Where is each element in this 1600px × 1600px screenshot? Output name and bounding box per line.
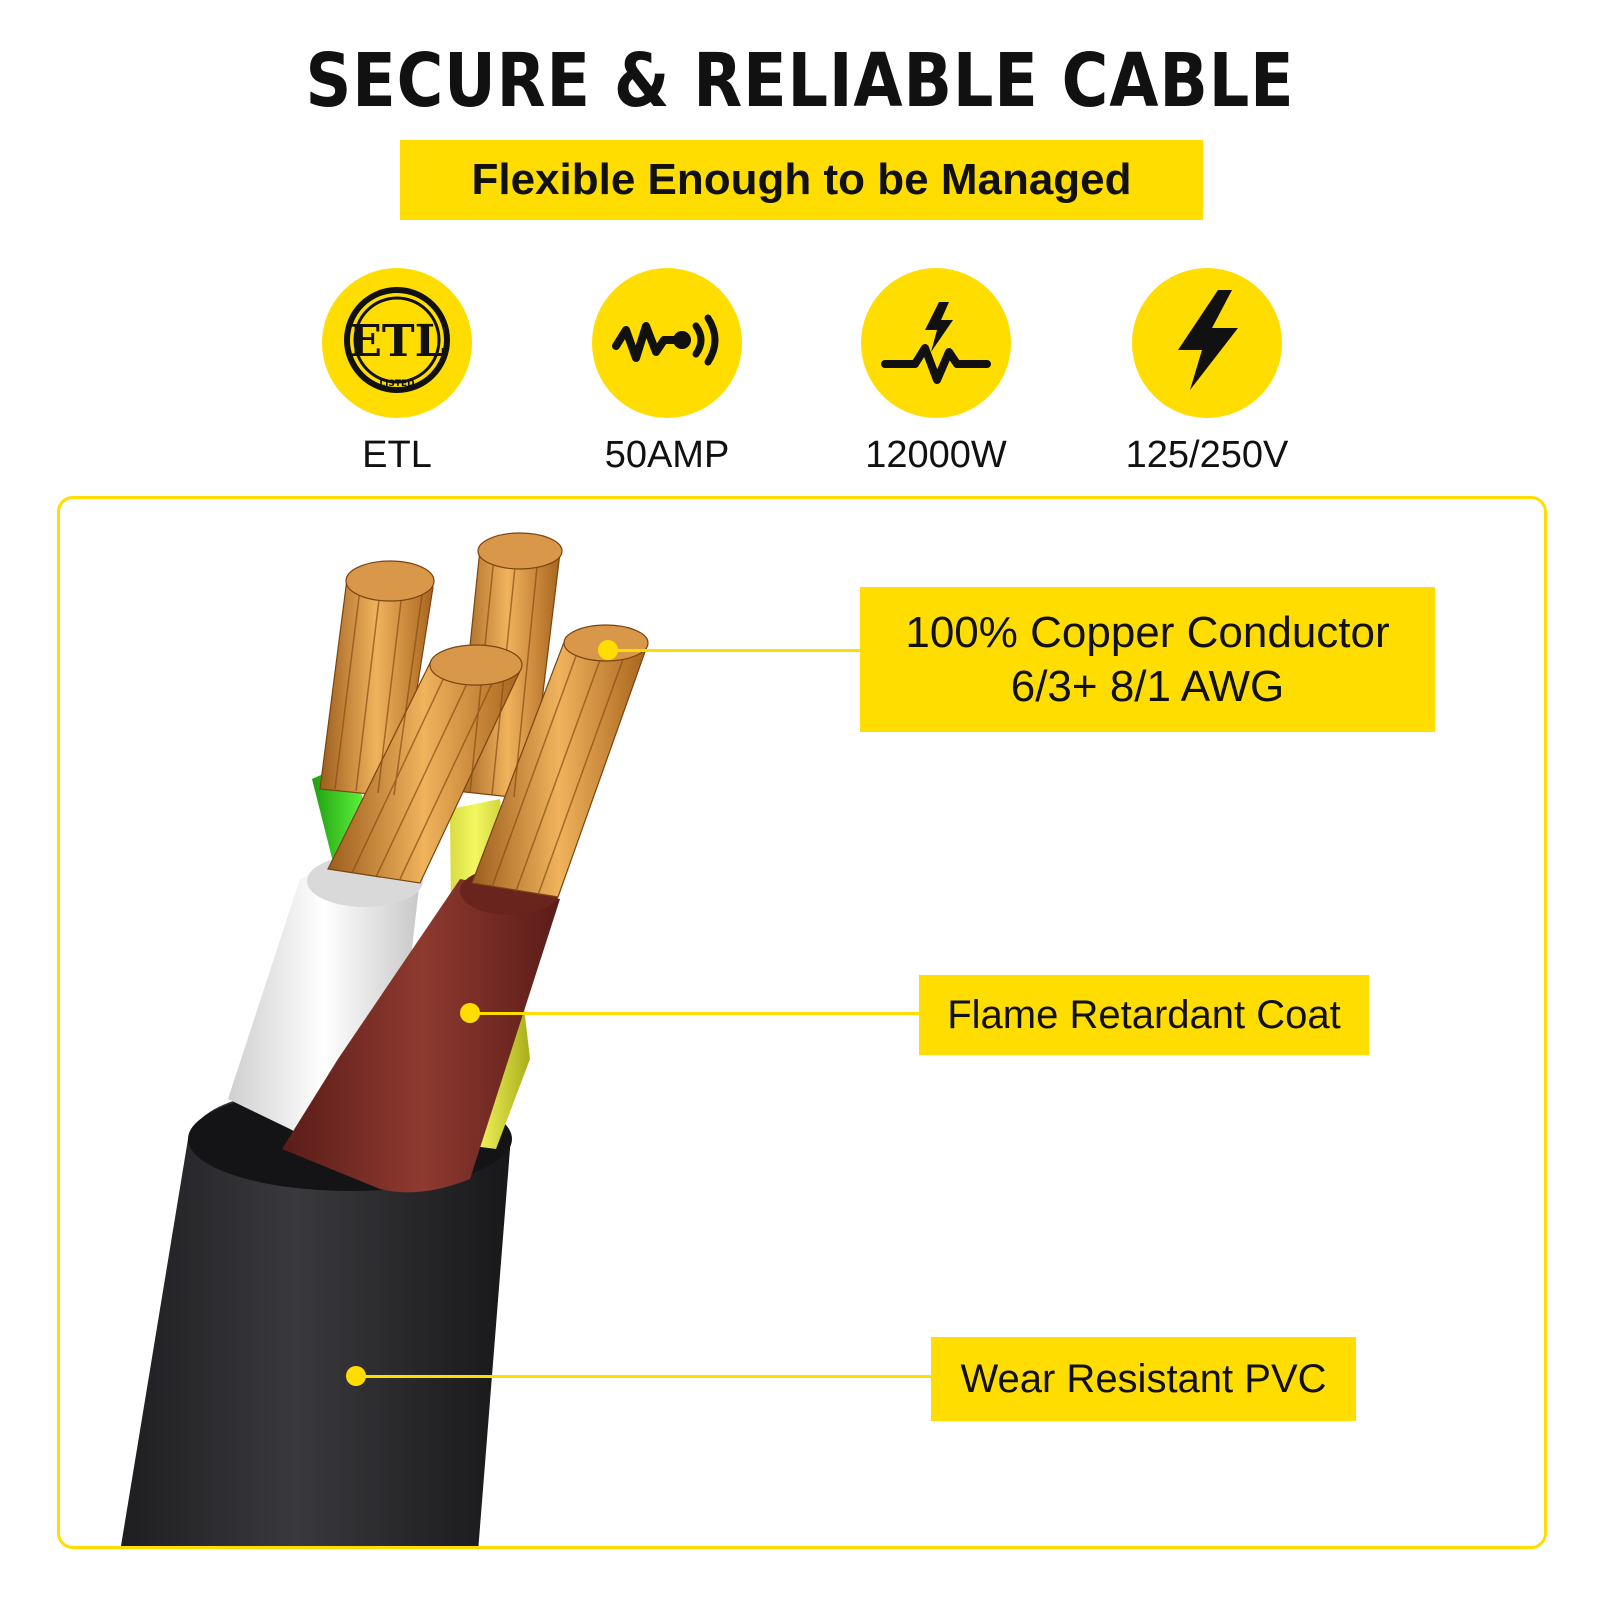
amp-badge [592,268,742,418]
leader-line-conductor [605,649,860,652]
leader-line-coat [470,1012,920,1015]
badge-label-watt: 12000W [865,434,1007,476]
copper-strands [319,532,649,898]
leader-dot-coat [460,1003,480,1023]
etl-listed-icon: ETL LISTED [344,287,450,393]
cable-panel: 100% Copper Conductor 6/3+ 8/1 AWG Flame… [57,496,1547,1549]
leader-line-jacket [356,1375,931,1378]
svg-text:ETL: ETL [348,316,445,367]
badge-label-etl: ETL [362,434,432,476]
current-wave-icon [612,314,719,366]
pvc-jacket [120,1088,511,1546]
badge-label-volt: 125/250V [1125,434,1289,476]
leader-dot-jacket [346,1366,366,1386]
conductor-callout: 100% Copper Conductor 6/3+ 8/1 AWG [860,587,1435,732]
subtitle-banner: Flexible Enough to be Managed [400,140,1203,220]
etl-badge: ETL LISTED [322,268,472,418]
coat-callout: Flame Retardant Coat [919,975,1369,1055]
jacket-callout-label: Wear Resistant PVC [960,1356,1327,1401]
volt-badge [1132,268,1282,418]
jacket-callout: Wear Resistant PVC [931,1337,1356,1421]
conductor-callout-line1: 100% Copper Conductor [905,607,1390,657]
conductor-callout-line2: 6/3+ 8/1 AWG [1010,661,1285,711]
etl-listed-text: LISTED [379,379,414,389]
cable-illustration [120,532,649,1546]
page-title: SECURE & RELIABLE CABLE [305,38,1295,124]
lightning-bolt-icon [1178,290,1238,390]
red-wire [282,879,560,1193]
badge-label-amp: 50AMP [604,434,730,476]
power-spike-icon [881,302,991,384]
watt-badge [861,268,1011,418]
leader-dot-conductor [598,640,618,660]
coat-callout-label: Flame Retardant Coat [947,992,1341,1037]
